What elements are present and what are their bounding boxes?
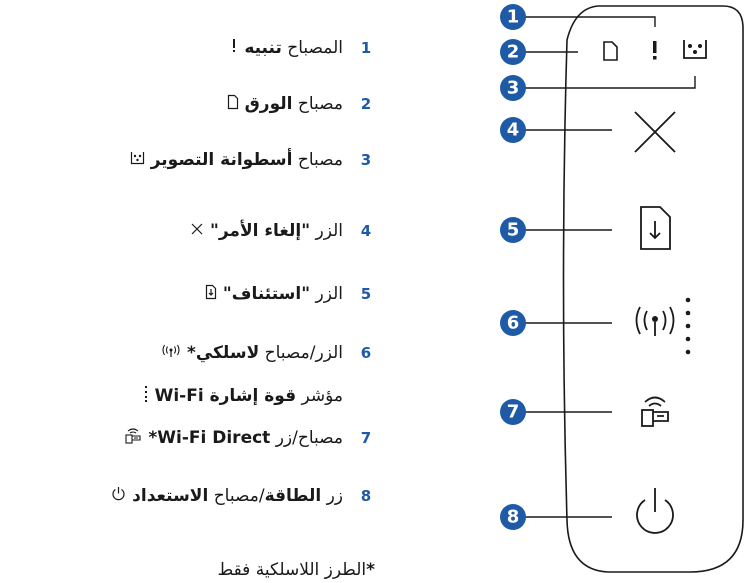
legend-bold: "إلغاء الأمر" xyxy=(209,221,311,241)
legend-text: مؤشر xyxy=(296,386,343,406)
legend-number: 6 xyxy=(360,344,372,362)
resume-icon xyxy=(205,284,217,305)
footnote-text: الطرز اللاسلكية فقط xyxy=(217,560,367,580)
legend-number: 8 xyxy=(360,487,372,505)
legend-bold: تنبيه xyxy=(244,38,282,58)
legend-item-cancel: 4 الزر "إلغاء الأمر" xyxy=(190,216,375,246)
legend-bold-2: الاستعداد xyxy=(132,486,209,506)
legend-bold: لاسلكي* xyxy=(186,343,260,363)
legend-number: 7 xyxy=(360,429,372,447)
panel-attention-icon xyxy=(653,41,657,60)
panel-imaging-drum-icon xyxy=(683,40,707,59)
callout-5: 5 xyxy=(507,220,520,241)
legend-text: الزر xyxy=(310,221,343,241)
legend-bold: أسطوانة التصوير xyxy=(150,150,293,170)
imaging-drum-icon xyxy=(130,150,145,170)
legend-item-signal-strength: مؤشر قوة إشارة Wi-Fi xyxy=(143,381,375,411)
legend-item-wifi-direct: 7 مصباح/زر Wi-Fi Direct* xyxy=(124,423,375,453)
callout-6: 6 xyxy=(507,313,520,334)
callout-3: 3 xyxy=(507,78,520,99)
legend-item-power: 8 زر الطاقة/مصباح الاستعداد xyxy=(111,481,375,511)
callout-1: 1 xyxy=(507,7,520,28)
legend-number: 4 xyxy=(360,222,372,240)
panel-outline xyxy=(562,5,744,573)
legend-item-imaging-drum: 3 مصباح أسطوانة التصوير xyxy=(130,145,375,175)
callout-7: 7 xyxy=(507,402,520,423)
callout-4: 4 xyxy=(507,120,520,141)
callout-2: 2 xyxy=(507,42,520,63)
panel-wireless-button xyxy=(635,306,675,336)
legend-item-paper: 2 مصباح الورق xyxy=(227,89,375,119)
panel-cancel-button xyxy=(634,111,676,153)
wifi-direct-icon xyxy=(124,427,142,449)
panel-power-button xyxy=(636,488,674,534)
signal-bars-icon xyxy=(143,385,149,408)
footnote: * الطرز اللاسلكية فقط xyxy=(217,557,375,583)
legend-text: مصباح xyxy=(292,150,343,170)
cancel-icon xyxy=(190,221,204,241)
callout-8: 8 xyxy=(507,507,520,528)
footnote-star: * xyxy=(366,560,375,580)
legend-text: الزر/مصباح xyxy=(259,343,343,363)
legend-item-wireless: 6 الزر/مصباح لاسلكي* xyxy=(161,338,375,368)
power-icon xyxy=(111,486,126,506)
legend-star: * xyxy=(148,428,158,448)
legend-text-2: /مصباح xyxy=(208,486,265,506)
paper-icon xyxy=(227,94,239,115)
legend-number: 5 xyxy=(360,285,372,303)
legend-item-resume: 5 الزر "استئناف" xyxy=(205,279,375,309)
legend-text: زر xyxy=(321,486,343,506)
panel-resume-button xyxy=(640,206,671,250)
legend-item-attention: 1 المصباح تنبيه xyxy=(230,33,375,63)
legend-bold: الطاقة xyxy=(264,486,322,506)
legend-text: الزر xyxy=(310,284,343,304)
legend-bold: "استئناف" xyxy=(222,284,311,304)
attention-icon xyxy=(230,38,238,59)
legend-number: 2 xyxy=(360,95,372,113)
panel-paper-icon xyxy=(603,41,618,61)
legend-number: 1 xyxy=(360,39,372,57)
legend-bold: قوة إشارة Wi-Fi xyxy=(154,386,297,406)
legend-bold: Wi-Fi Direct xyxy=(157,428,271,448)
wireless-icon xyxy=(161,343,181,363)
panel-signal-bars-icon xyxy=(685,297,691,355)
legend-number: 3 xyxy=(360,151,372,169)
panel-wifi-direct-button xyxy=(641,396,669,427)
legend-bold: الورق xyxy=(244,94,293,114)
legend-text: المصباح xyxy=(281,38,343,58)
legend-text: مصباح/زر xyxy=(270,428,343,448)
legend-text: مصباح xyxy=(292,94,343,114)
